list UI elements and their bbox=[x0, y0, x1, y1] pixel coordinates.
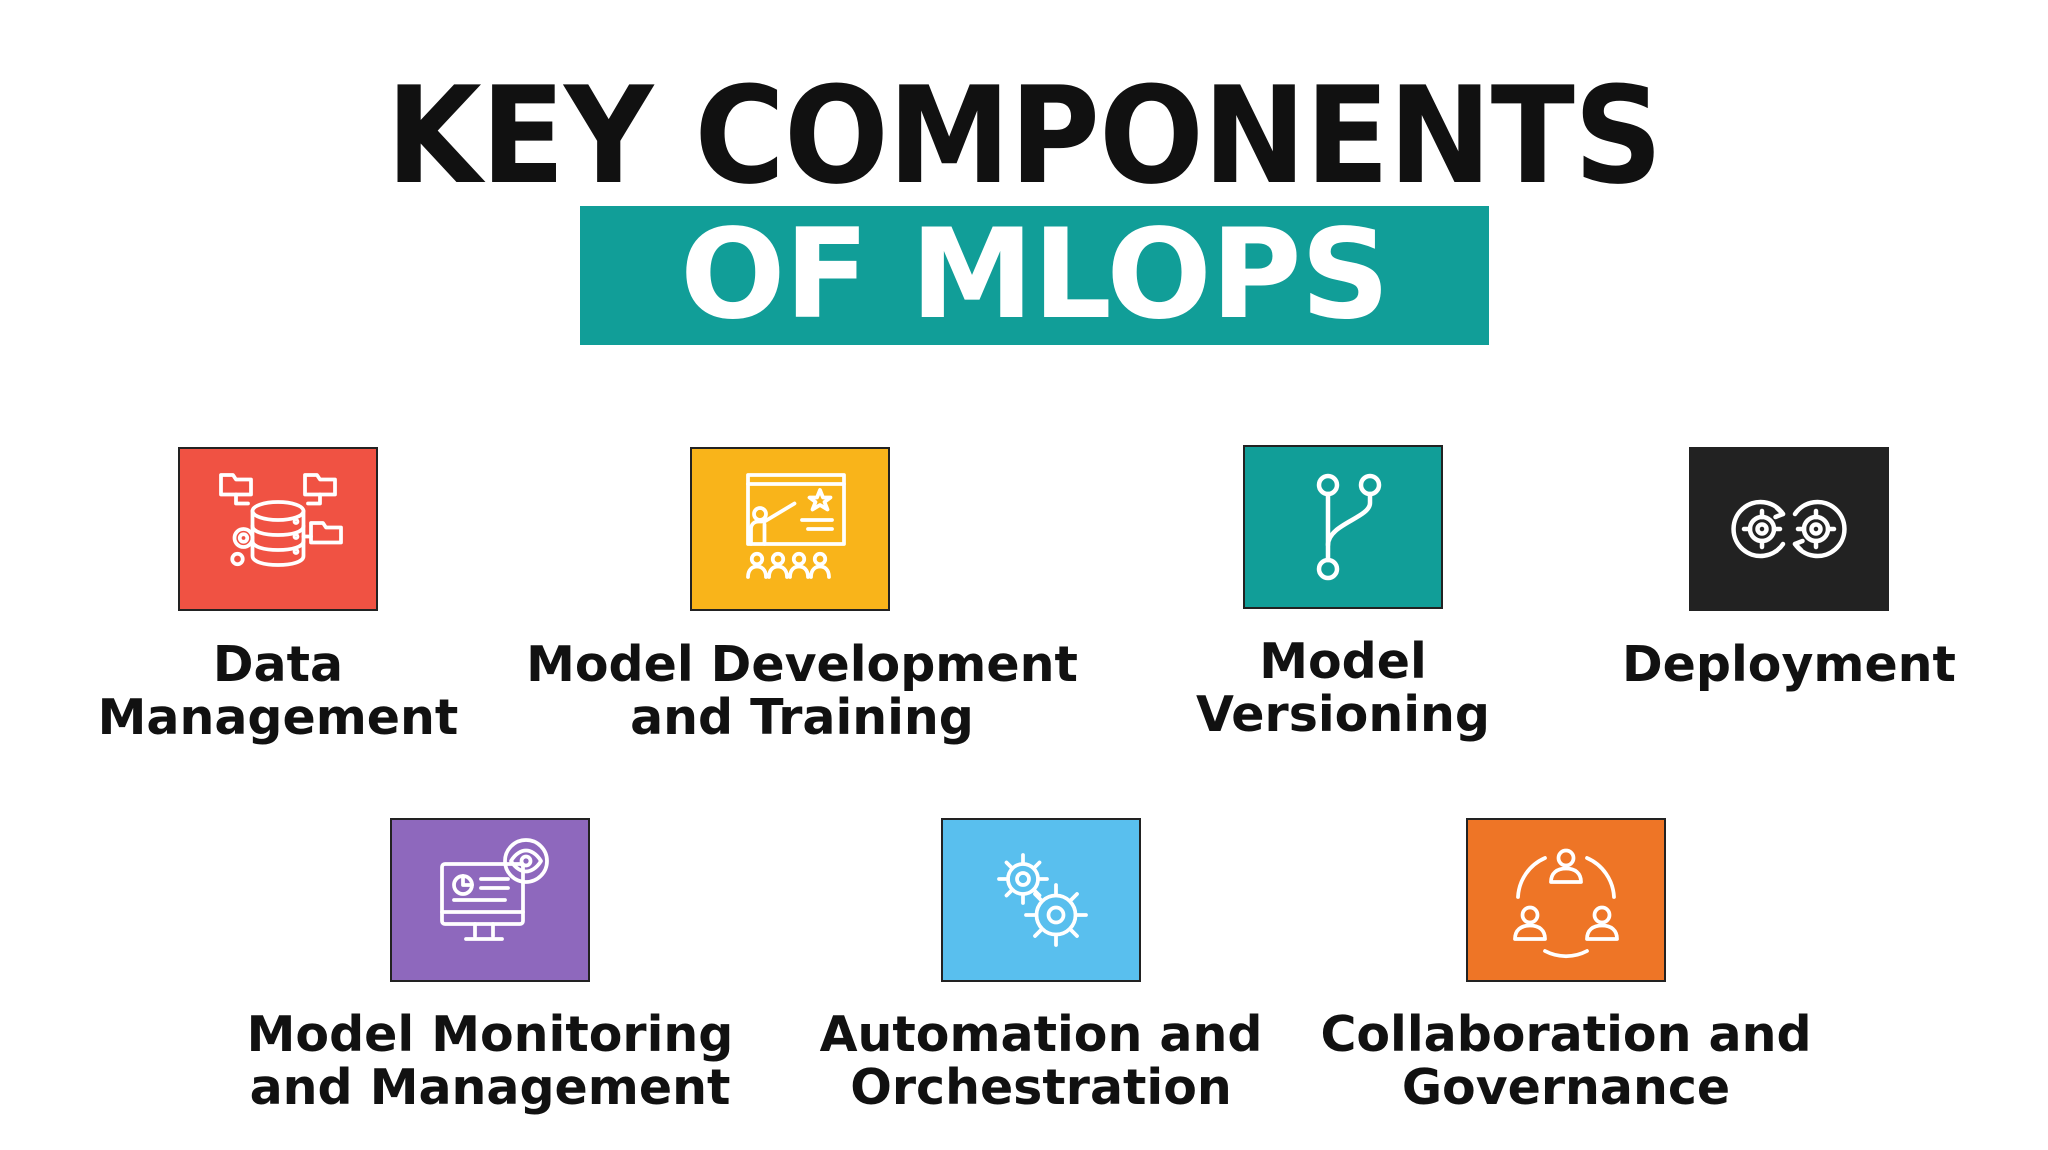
model-development-card bbox=[690, 447, 890, 611]
data-management-card bbox=[178, 447, 378, 611]
automation-card bbox=[941, 818, 1141, 982]
team-cycle-icon bbox=[1513, 848, 1619, 959]
monitor-eye-icon bbox=[440, 838, 549, 941]
page-subtitle: OF MLOPS bbox=[680, 203, 1390, 347]
page-title: KEY COMPONENTS bbox=[386, 58, 1663, 214]
model-versioning-card bbox=[1243, 445, 1443, 609]
deployment-card bbox=[1689, 447, 1889, 611]
gears-icon bbox=[997, 853, 1088, 947]
model-monitoring-card bbox=[390, 818, 590, 982]
presentation-board-icon bbox=[746, 473, 846, 579]
gears-cycle-icon bbox=[1731, 499, 1847, 559]
database-folders-icon bbox=[219, 473, 343, 567]
git-branch-icon bbox=[1316, 473, 1382, 581]
collaboration-card bbox=[1466, 818, 1666, 982]
deployment-label: Deployment bbox=[1622, 636, 1956, 693]
subtitle-banner bbox=[580, 206, 1489, 345]
